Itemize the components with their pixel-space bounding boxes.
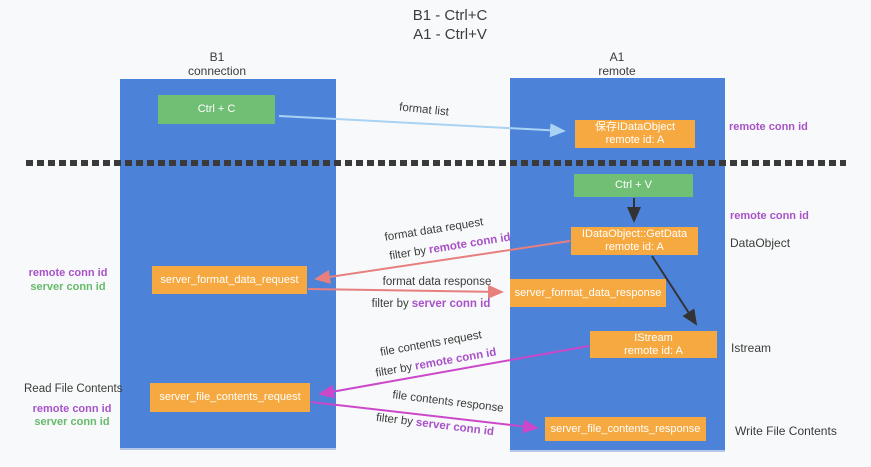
- annotation-write-file-contents: Write File Contents: [735, 424, 837, 438]
- node-format-request-label: server_format_data_request: [160, 273, 299, 286]
- node-istream: IStream remote id: A: [590, 331, 717, 358]
- node-ctrl-v: Ctrl + V: [574, 174, 693, 197]
- annotation-read-file-group: Read File Contents remote conn id server…: [24, 383, 123, 429]
- node-ctrl-c-label: Ctrl + C: [197, 103, 236, 115]
- node-ctrl-c: Ctrl + C: [158, 95, 275, 124]
- node-istream-line2: remote id: A: [624, 344, 683, 357]
- machine-separator-dashed-line: [26, 160, 846, 166]
- label-server-conn-id-text: server conn id: [415, 416, 495, 439]
- node-file-response-label: server_file_contents_response: [550, 422, 701, 435]
- node-ctrl-v-label: Ctrl + V: [615, 179, 652, 191]
- right-column-header: A1 remote: [598, 50, 635, 78]
- node-server-format-data-response: server_format_data_response: [510, 279, 666, 307]
- node-server-file-contents-request: server_file_contents_request: [150, 383, 310, 412]
- node-getdata-line2: remote id: A: [605, 241, 664, 253]
- node-server-format-data-request: server_format_data_request: [152, 266, 307, 294]
- label-filter-by-text: filter by: [375, 411, 414, 429]
- diagram-title: B1 - Ctrl+C A1 - Ctrl+V: [413, 6, 488, 44]
- label-remote-conn-id-text: remote conn id: [428, 231, 512, 257]
- node-save-idataobject-line1: 保存IDataObject: [594, 121, 676, 133]
- node-format-response-label: server_format_data_response: [514, 286, 662, 299]
- label-filter-by-text: filter by: [371, 298, 409, 310]
- node-istream-line1: IStream: [634, 331, 673, 344]
- annotation-remote-conn-id-bottom: remote conn id: [32, 403, 112, 415]
- label-server-conn-id-text: server conn id: [411, 298, 491, 310]
- label-filter-by-text: filter by: [374, 361, 414, 380]
- node-file-request-label: server_file_contents_request: [159, 391, 301, 403]
- annotation-server-conn-id-bottom: server conn id: [34, 416, 110, 428]
- annotation-remote-conn-id-top: remote conn id: [729, 121, 808, 133]
- left-column-header: B1 connection: [188, 50, 246, 78]
- left-column-title: B1: [209, 50, 225, 64]
- node-idataobject-getdata: IDataObject::GetData remote id: A: [571, 227, 698, 255]
- title-line-2: A1 - Ctrl+V: [413, 26, 487, 43]
- label-format-list: format list: [398, 101, 450, 119]
- label-format-data-response: format data response: [382, 276, 492, 288]
- left-column-subtitle: connection: [187, 64, 247, 78]
- annotation-remote-conn-id-left: remote conn id: [28, 267, 108, 279]
- node-save-idataobject: 保存IDataObject remote id: A: [575, 120, 695, 148]
- node-getdata-line1: IDataObject::GetData: [581, 228, 688, 240]
- annotation-server-conn-id-left: server conn id: [30, 280, 106, 293]
- annotation-read-file-contents: Read File Contents: [24, 383, 123, 395]
- label-filter-by-text: filter by: [388, 244, 428, 263]
- node-server-file-contents-response: server_file_contents_response: [545, 417, 706, 441]
- annotation-dataobject: DataObject: [730, 236, 791, 250]
- arrow-format-data-response: [307, 284, 504, 299]
- right-column-title: A1: [609, 50, 625, 64]
- annotation-istream: Istream: [731, 341, 772, 355]
- annotation-conn-ids-left: remote conn id server conn id: [22, 267, 114, 294]
- annotation-remote-conn-id-mid: remote conn id: [730, 210, 809, 222]
- node-save-idataobject-line2: remote id: A: [605, 134, 665, 146]
- title-line-1: B1 - Ctrl+C: [412, 7, 488, 24]
- right-column-subtitle: remote: [598, 64, 636, 78]
- label-file-contents-response: file contents response: [391, 389, 505, 415]
